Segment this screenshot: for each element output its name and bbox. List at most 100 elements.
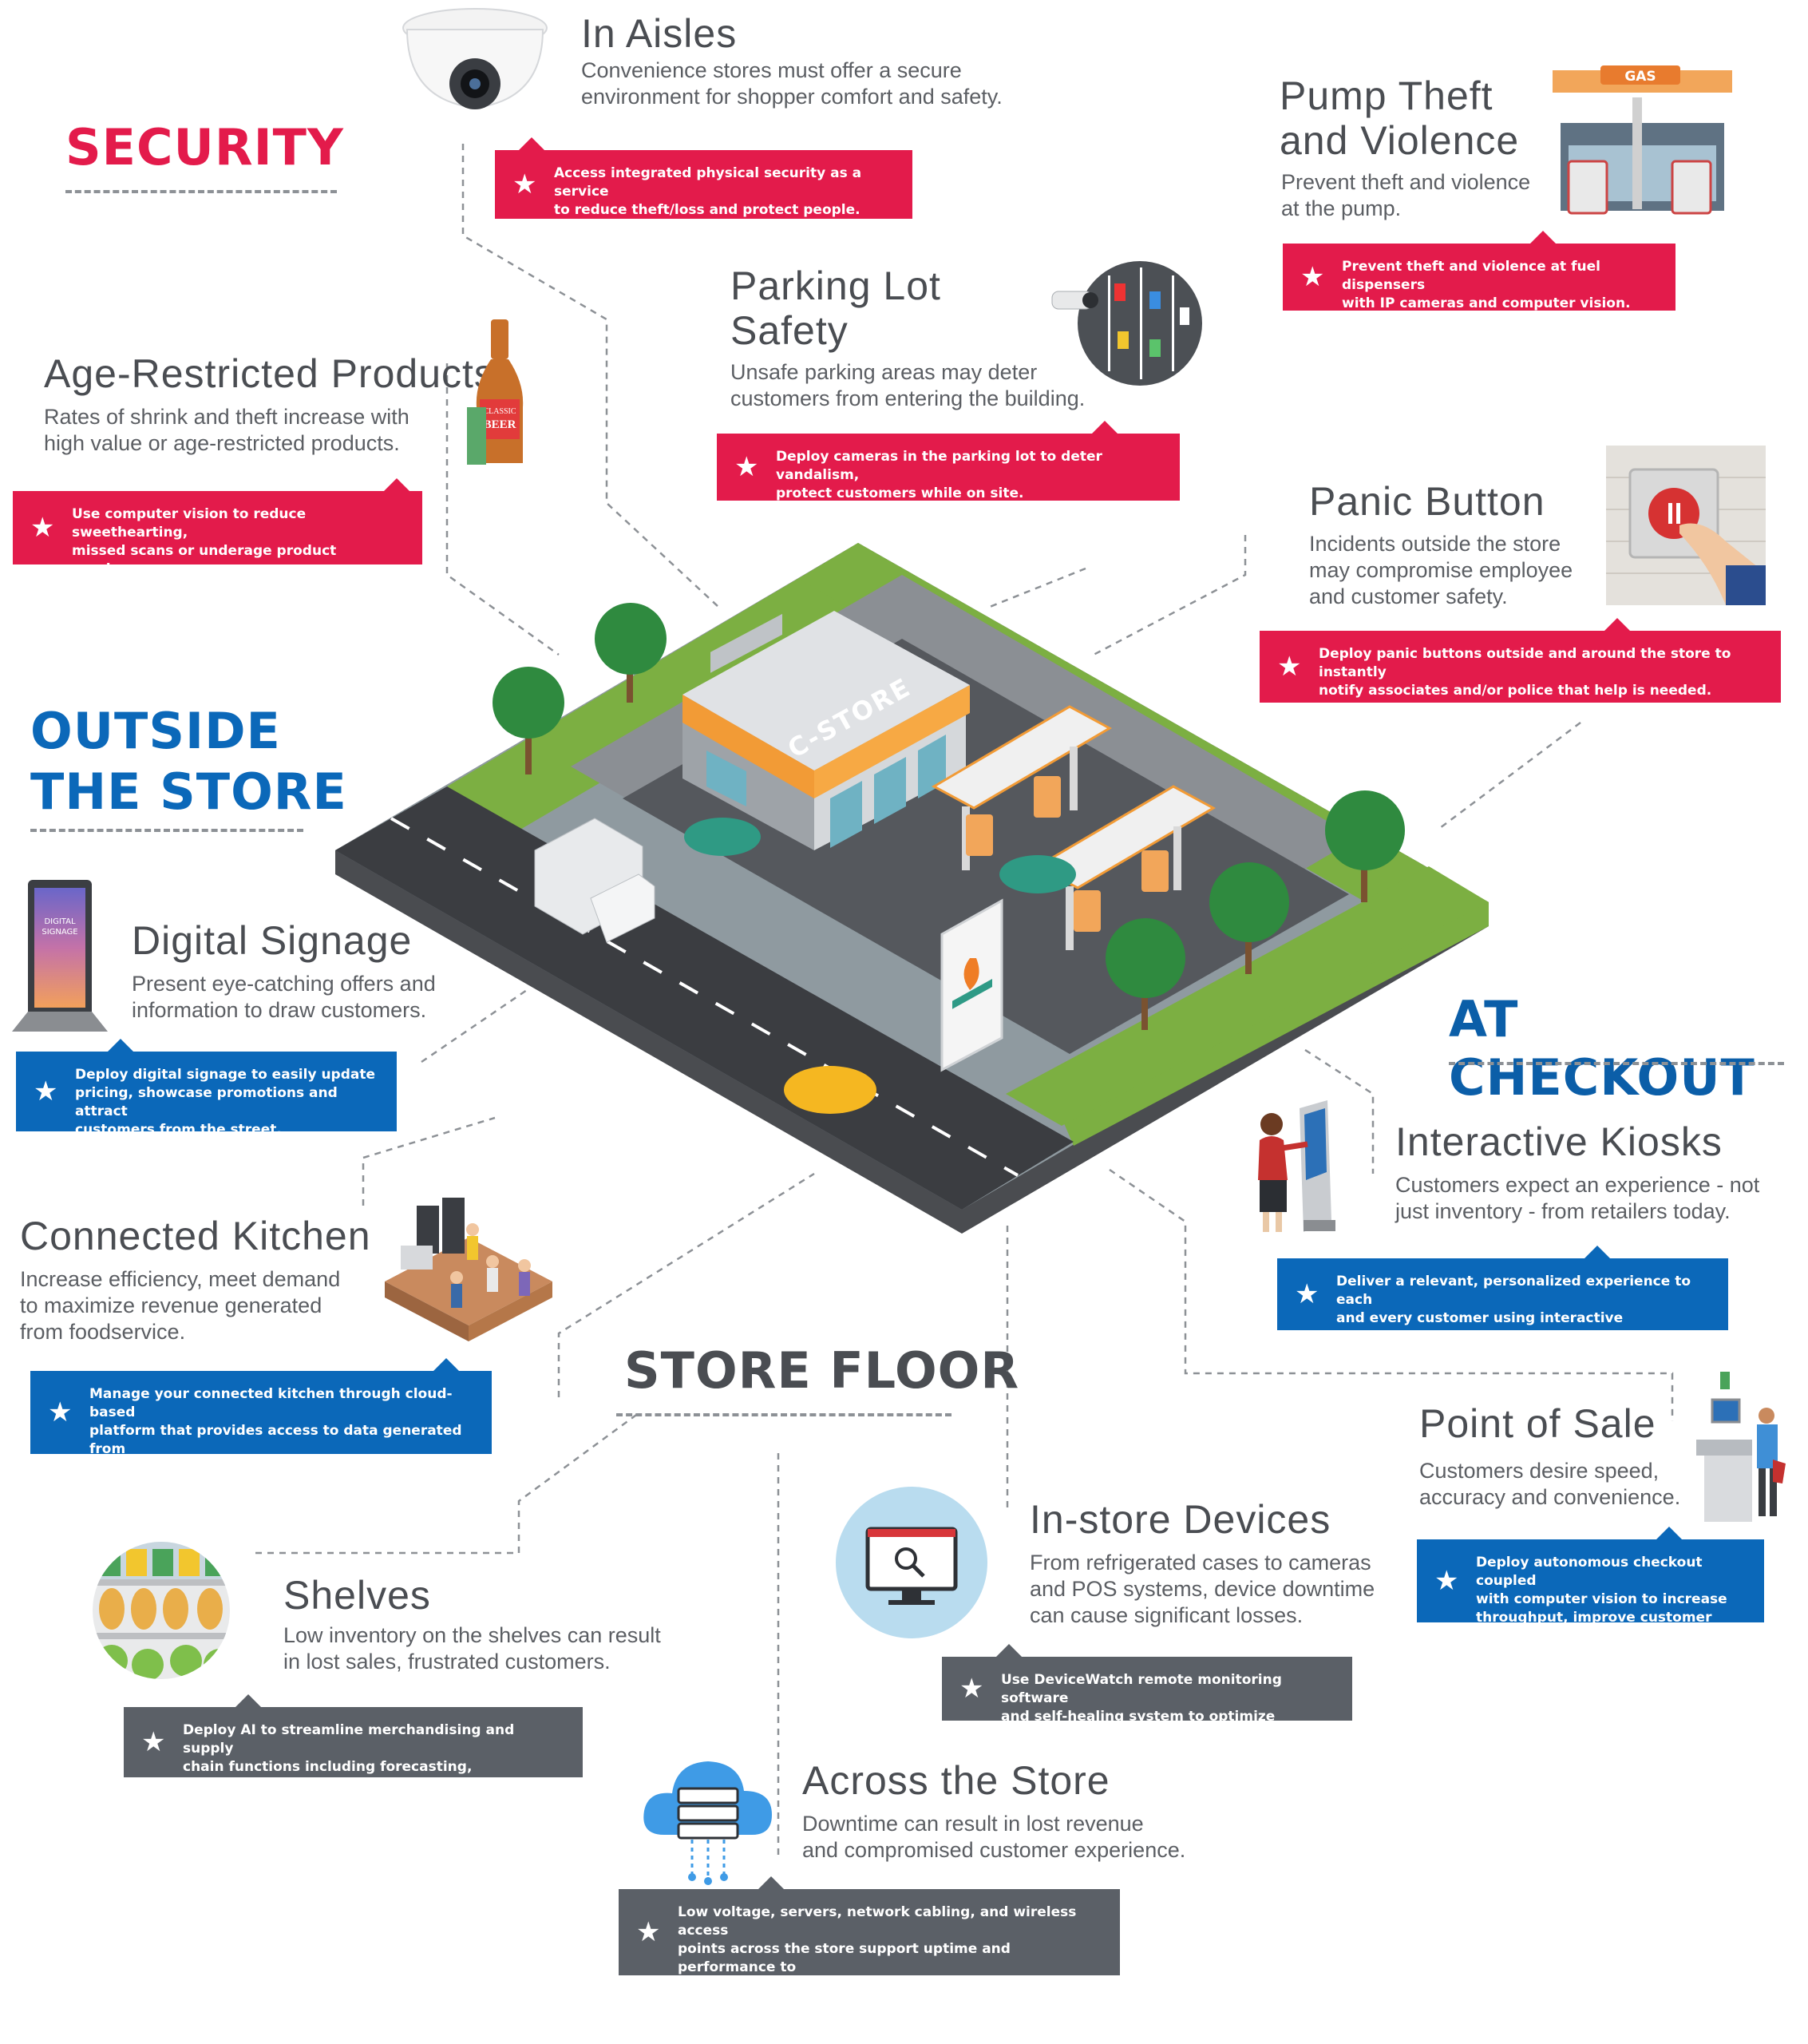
parking-lot-description: Unsafe parking areas may deter customers…	[730, 359, 1085, 412]
shelves-solution-box: ★ Deploy AI to streamline merchandising …	[124, 1694, 583, 1793]
pump-theft-solution-line: with IP cameras and computer vision.	[1342, 295, 1631, 311]
panic-button-desc-line: and customer safety.	[1309, 584, 1508, 608]
star-icon: ★	[512, 168, 537, 200]
in-aisles-solution-line: Access integrated physical security as a…	[554, 165, 862, 200]
in-aisles-title: In Aisles	[581, 11, 738, 56]
age-restricted-title: Age-Restricted Products	[44, 351, 495, 396]
parking-lot-title: Parking Lot Safety	[730, 263, 941, 353]
star-icon: ★	[734, 451, 759, 483]
in-aisles-desc-line: environment for shopper comfort and safe…	[581, 85, 1003, 109]
in-store-devices-solution-line: and self-healing system to optimize upti…	[1001, 1709, 1276, 1743]
section-at-checkout-label: AT CHECKOUT	[1449, 990, 1755, 1107]
parking-lot-desc-line: customers from entering the building.	[730, 386, 1086, 410]
self-checkout-icon	[1696, 1372, 1786, 1522]
point-of-sale-solution-line: throughput, improve customer satisfactio…	[1476, 1610, 1712, 1644]
section-store-floor: STORE FLOOR	[624, 1341, 1019, 1400]
point-of-sale-title: Point of Sale	[1419, 1401, 1656, 1446]
star-icon: ★	[34, 1075, 58, 1107]
section-outside-line1: OUTSIDE	[30, 702, 281, 760]
age-restricted-solution-line: missed scans or underage product purchas…	[72, 543, 337, 577]
star-icon: ★	[1300, 261, 1325, 293]
shelves-desc-line: in lost sales, frustrated customers.	[283, 1650, 611, 1674]
shelves-title: Shelves	[283, 1573, 431, 1618]
shelves-desc-line: Low inventory on the shelves can result	[283, 1623, 661, 1647]
interactive-kiosks-desc-line: Customers expect an experience - not	[1395, 1173, 1760, 1197]
pump-theft-title-line: Pump Theft	[1280, 73, 1493, 118]
pump-theft-description: Prevent theft and violence at the pump.	[1281, 169, 1530, 222]
point-of-sale-desc-line: Customers desire speed,	[1419, 1459, 1660, 1483]
in-store-devices-desc-line: From refrigerated cases to cameras	[1030, 1551, 1371, 1575]
digital-signage-solution-line: pricing, showcase promotions and attract	[75, 1085, 338, 1119]
parking-lot-solution-line: protect customers while on site.	[776, 485, 1024, 501]
digital-signage-solution-line: Deploy digital signage to easily update	[75, 1067, 376, 1083]
point-of-sale-solution-line: Deploy autonomous checkout coupled	[1476, 1555, 1703, 1589]
point-of-sale-description: Customers desire speed, accuracy and con…	[1419, 1458, 1680, 1511]
panic-button-solution-line: notify associates and/or police that hel…	[1319, 683, 1712, 699]
age-restricted-desc-line: Rates of shrink and theft increase with	[44, 405, 409, 429]
gas-station-icon: GAS	[1553, 65, 1732, 215]
shelves-solution-line: Deploy AI to streamline merchandising an…	[183, 1722, 515, 1757]
in-store-devices-solution-line: Use DeviceWatch remote monitoring softwa…	[1001, 1672, 1282, 1706]
pump-theft-desc-line: at the pump.	[1281, 196, 1402, 220]
section-at-checkout-divider	[1449, 1062, 1784, 1065]
in-aisles-desc-line: Convenience stores must offer a secure	[581, 58, 962, 82]
star-icon: ★	[141, 1726, 166, 1758]
star-icon: ★	[1295, 1278, 1319, 1310]
kitchen-icon	[385, 1198, 552, 1341]
digital-signage-solution-line: customers from the street.	[75, 1122, 282, 1138]
in-aisles-solution-line: to reduce theft/loss and protect people.	[554, 202, 860, 218]
parking-lot-desc-line: Unsafe parking areas may deter	[730, 360, 1038, 384]
star-icon: ★	[1277, 651, 1302, 683]
pump-theft-solution-box: ★ Prevent theft and violence at fuel dis…	[1283, 231, 1675, 311]
across-store-solution-box: ★ Low voltage, servers, network cabling,…	[619, 1876, 1120, 1994]
section-security-label: SECURITY	[65, 118, 344, 176]
digital-signage-description: Present eye-catching offers and informat…	[132, 971, 436, 1024]
gas-sign-text: GAS	[1624, 69, 1656, 85]
shelves-solution-line: chain functions including forecasting, r…	[183, 1759, 473, 1793]
panic-button-desc-line: may compromise employee	[1309, 558, 1573, 582]
beer-label-line1: CLASSIC	[483, 407, 516, 416]
section-outside-divider	[30, 829, 303, 832]
star-icon: ★	[1434, 1565, 1459, 1597]
security-dome-camera-icon	[402, 8, 548, 109]
panic-button-icon	[1606, 446, 1766, 605]
interactive-kiosks-description: Customers expect an experience - not jus…	[1395, 1172, 1759, 1225]
parking-lot-solution-box: ★ Deploy cameras in the parking lot to d…	[717, 421, 1180, 501]
trees	[493, 603, 1405, 1030]
panic-button-desc-line: Incidents outside the store	[1309, 532, 1561, 556]
connected-kitchen-title: Connected Kitchen	[20, 1214, 371, 1258]
age-restricted-solution-box: ★ Use computer vision to reduce sweethea…	[13, 478, 422, 577]
parking-lot-title-line: Safety	[730, 308, 849, 353]
in-store-devices-desc-line: can cause significant losses.	[1030, 1603, 1304, 1627]
age-restricted-desc-line: high value or age-restricted products.	[44, 431, 400, 455]
connected-kitchen-solution-line: Manage your connected kitchen through cl…	[89, 1386, 453, 1420]
in-store-devices-description: From refrigerated cases to cameras and P…	[1030, 1550, 1375, 1629]
across-store-solution-line: points across the store support uptime a…	[678, 1941, 1011, 1975]
monitor-search-icon	[836, 1487, 987, 1638]
age-restricted-solution-line: Use computer vision to reduce sweetheart…	[72, 506, 307, 541]
connected-kitchen-solution-line: platform that provides access to data ge…	[89, 1423, 462, 1457]
pump-theft-solution-line: Prevent theft and violence at fuel dispe…	[1342, 259, 1600, 293]
across-store-desc-line: and compromised customer experience.	[802, 1838, 1186, 1862]
in-store-devices-desc-line: and POS systems, device downtime	[1030, 1577, 1375, 1601]
section-security-divider	[65, 190, 337, 193]
connected-kitchen-description: Increase efficiency, meet demand to maxi…	[20, 1266, 340, 1345]
star-icon: ★	[636, 1916, 661, 1948]
digital-signage-desc-line: information to draw customers.	[132, 998, 427, 1022]
parking-lot-solution-line: Deploy cameras in the parking lot to det…	[776, 449, 1102, 483]
star-icon: ★	[30, 512, 55, 544]
pump-theft-title: Pump Theft and Violence	[1280, 73, 1519, 163]
panic-button-solution-line: Deploy panic buttons outside and around …	[1319, 646, 1731, 680]
across-store-desc-line: Downtime can result in lost revenue	[802, 1812, 1144, 1836]
shelves-icon	[93, 1542, 230, 1679]
shelves-description: Low inventory on the shelves can result …	[283, 1622, 661, 1675]
connected-kitchen-desc-line: from foodservice.	[20, 1320, 186, 1344]
panic-button-description: Incidents outside the store may compromi…	[1309, 531, 1573, 610]
across-store-solution-line: Low voltage, servers, network cabling, a…	[678, 1904, 1077, 1939]
age-restricted-description: Rates of shrink and theft increase with …	[44, 404, 409, 457]
connected-kitchen-desc-line: Increase efficiency, meet demand	[20, 1267, 341, 1291]
interactive-kiosks-solution-line: Deliver a relevant, personalized experie…	[1336, 1274, 1691, 1308]
parking-lot-title-line: Parking Lot	[730, 263, 941, 308]
panic-button-solution-box: ★ Deploy panic buttons outside and aroun…	[1260, 618, 1781, 703]
